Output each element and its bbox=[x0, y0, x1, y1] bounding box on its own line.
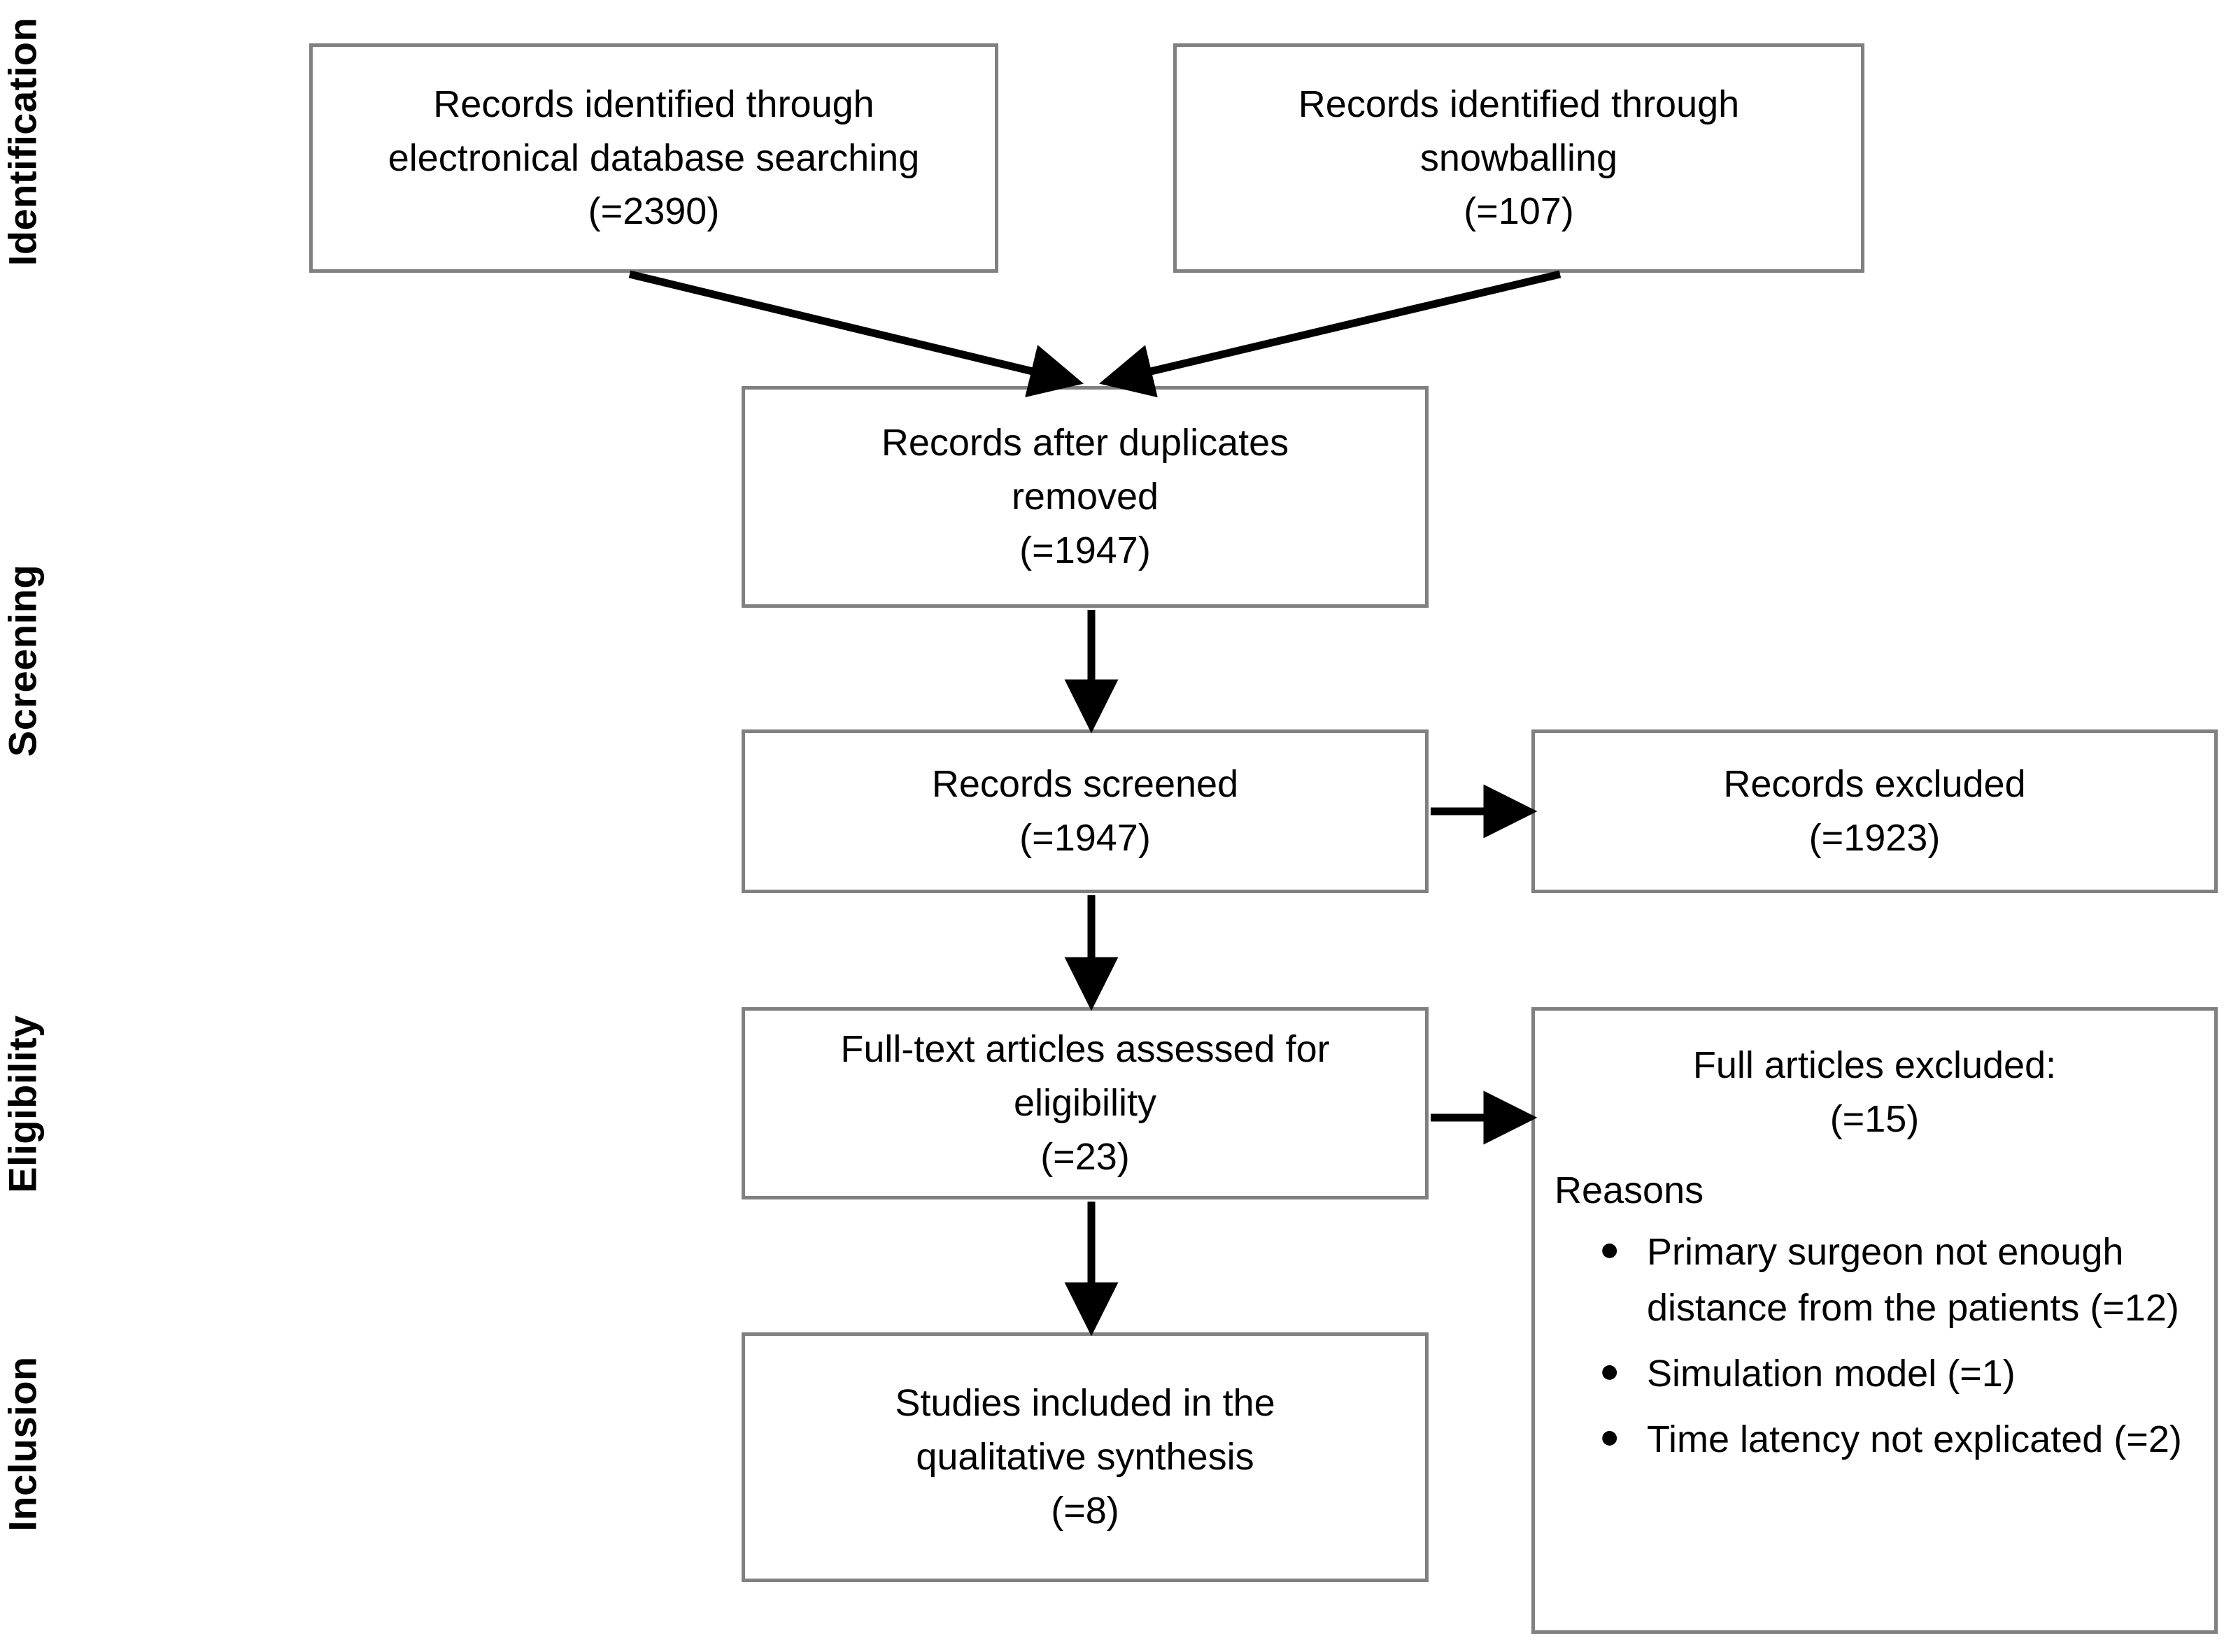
reasons-label: Reasons bbox=[1554, 1169, 1704, 1212]
box-count: (=2390) bbox=[588, 190, 720, 233]
box-count: (=23) bbox=[1040, 1135, 1130, 1178]
box-line: qualitative synthesis bbox=[916, 1436, 1254, 1479]
box-line: Records identified through bbox=[433, 83, 874, 125]
box-count: (=1947) bbox=[1019, 529, 1151, 571]
exclusion-reason-item: ● Simulation model (=1) bbox=[1535, 1346, 2193, 1402]
arrow-database-to-duplicates bbox=[628, 270, 1084, 397]
box-count: (=15) bbox=[1829, 1097, 1920, 1140]
box-line: removed bbox=[1011, 476, 1159, 518]
box-count: (=8) bbox=[1051, 1489, 1119, 1532]
box-records-identified-database: Records identified through electronical … bbox=[309, 43, 998, 273]
box-fulltext-excluded: Full articles excluded: (=15) Reasons ● … bbox=[1531, 1007, 2218, 1634]
box-records-screened: Records screened (=1947) bbox=[742, 729, 1429, 893]
stage-label-eligibility-text: Eligibility bbox=[0, 1015, 45, 1193]
exclusion-reason-item: ● Primary surgeon not enough distance fr… bbox=[1535, 1225, 2193, 1337]
stage-label-inclusion-text: Inclusion bbox=[0, 1356, 45, 1532]
exclusion-reason-text: Simulation model (=1) bbox=[1647, 1352, 2016, 1395]
arrow-snowballing-to-duplicates bbox=[1099, 270, 1561, 398]
bullet-icon: ● bbox=[1599, 1230, 1620, 1269]
box-line: Records screened bbox=[931, 763, 1239, 806]
box-line: Records identified through bbox=[1298, 83, 1740, 125]
box-count: (=1947) bbox=[1019, 817, 1151, 859]
box-records-after-duplicates: Records after duplicates removed (=1947) bbox=[742, 386, 1429, 608]
box-count: (=1923) bbox=[1808, 817, 1941, 859]
box-studies-included: Studies included in the qualitative synt… bbox=[742, 1332, 1429, 1582]
exclusion-reason-text: Primary surgeon not enough distance from… bbox=[1647, 1231, 2179, 1329]
box-line: eligibility bbox=[1013, 1082, 1157, 1125]
stage-label-identification: Identification bbox=[0, 17, 155, 266]
box-line: electronical database searching bbox=[388, 136, 920, 179]
bullet-icon: ● bbox=[1599, 1417, 1620, 1455]
stage-label-screening-text: Screening bbox=[0, 564, 45, 757]
box-line: Full articles excluded: bbox=[1692, 1044, 2057, 1086]
box-line: Records after duplicates bbox=[881, 422, 1289, 464]
bullet-icon: ● bbox=[1599, 1351, 1620, 1390]
box-line: Studies included in the bbox=[895, 1382, 1275, 1425]
exclusion-reason-item: ● Time latency not explicated (=2) bbox=[1535, 1412, 2193, 1468]
stage-label-identification-text: Identification bbox=[0, 17, 45, 266]
box-records-excluded: Records excluded (=1923) bbox=[1531, 729, 2218, 893]
box-line: Records excluded bbox=[1723, 763, 2026, 806]
stage-label-inclusion: Inclusion bbox=[0, 1356, 130, 1531]
exclusion-reasons-list: ● Primary surgeon not enough distance fr… bbox=[1535, 1225, 2214, 1478]
box-line: Full-text articles assessed for bbox=[840, 1028, 1330, 1071]
box-fulltext-assessed: Full-text articles assessed for eligibil… bbox=[742, 1007, 1429, 1199]
stage-label-eligibility: Eligibility bbox=[0, 1015, 137, 1192]
box-count: (=107) bbox=[1464, 190, 1574, 233]
stage-label-screening: Screening bbox=[0, 564, 137, 757]
exclusion-reason-text: Time latency not explicated (=2) bbox=[1647, 1418, 2182, 1460]
box-line: snowballing bbox=[1419, 136, 1618, 179]
box-records-identified-snowballing: Records identified through snowballing (… bbox=[1173, 43, 1864, 273]
